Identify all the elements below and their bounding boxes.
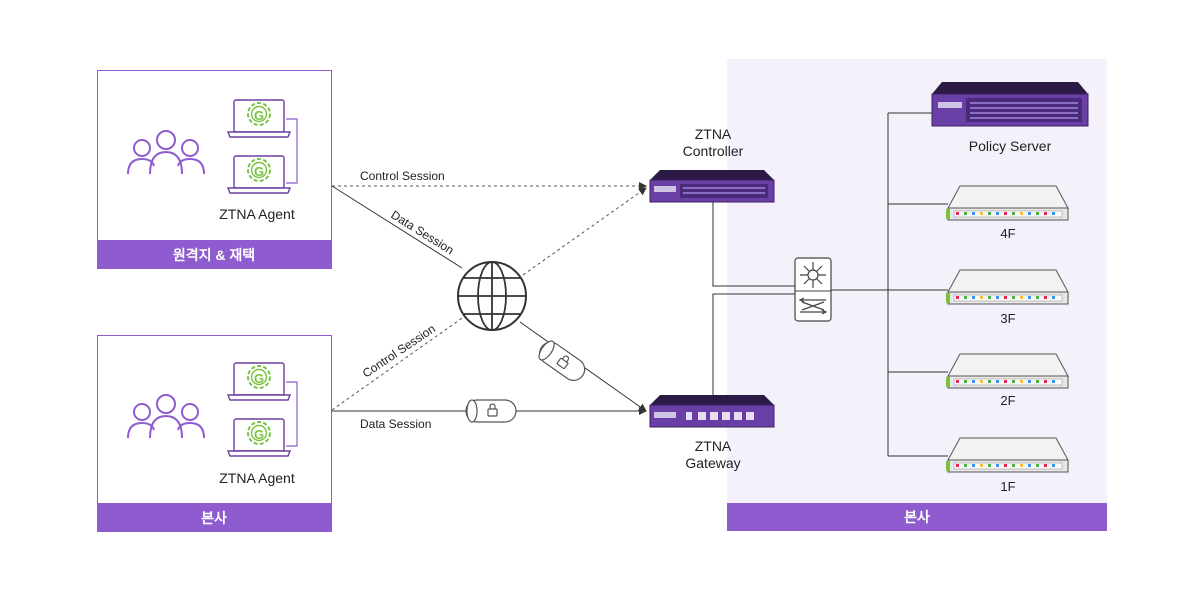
floor-3f-label: 3F [1000,311,1015,326]
control-session-label-bottom: Control Session [360,322,438,381]
hq-footer [97,503,332,532]
agent-badge: G [254,427,264,442]
policy-server-label: Policy Server [969,138,1052,154]
agent-bracket [286,118,298,184]
encrypted-tunnel-icon [465,399,517,423]
floor-2f-label: 2F [1000,393,1015,408]
floor-1f-switch-icon [945,437,1069,473]
floor-4f-label: 4F [1000,226,1015,241]
remote-site-box [97,70,332,269]
controller-to-core-line [712,202,795,287]
controller-label-line1: ZTNA [695,126,732,142]
core-switch-icon [794,257,832,322]
agent-badge: G [254,164,264,179]
hq-agent-label: ZTNA Agent [219,470,295,486]
data-session-line-top [331,185,463,269]
floor-2f-switch-icon [945,353,1069,389]
agent-bracket [286,381,298,447]
encrypted-tunnel-icon [534,337,590,386]
data-session-label-bottom: Data Session [360,417,431,431]
floor-3f-switch-icon [945,269,1069,305]
gateway-appliance-icon [649,395,775,428]
agent-badge: G [254,371,264,386]
gateway-to-core-line [712,293,795,395]
datacenter-footer-label: 본사 [904,509,930,525]
controller-appliance-icon [649,170,775,203]
gateway-label-line1: ZTNA [695,438,732,454]
floor-1f-label: 1F [1000,479,1015,494]
hq-footer-label: 본사 [201,510,227,526]
policy-server-icon [931,82,1089,127]
gateway-label-line2: Gateway [685,455,740,471]
controller-label-line2: Controller [683,143,744,159]
internet-globe-icon [457,261,527,331]
floor-4f-switch-icon [945,185,1069,221]
remote-footer-label: 원격지 & 재택 [173,247,255,263]
hq-site-box [97,335,332,532]
remote-footer [97,240,332,269]
data-session-label-top: Data Session [388,208,456,258]
agent-badge: G [254,108,264,123]
remote-agent-label: ZTNA Agent [219,206,295,222]
control-session-label-top: Control Session [360,169,445,183]
datacenter-footer [727,503,1107,531]
